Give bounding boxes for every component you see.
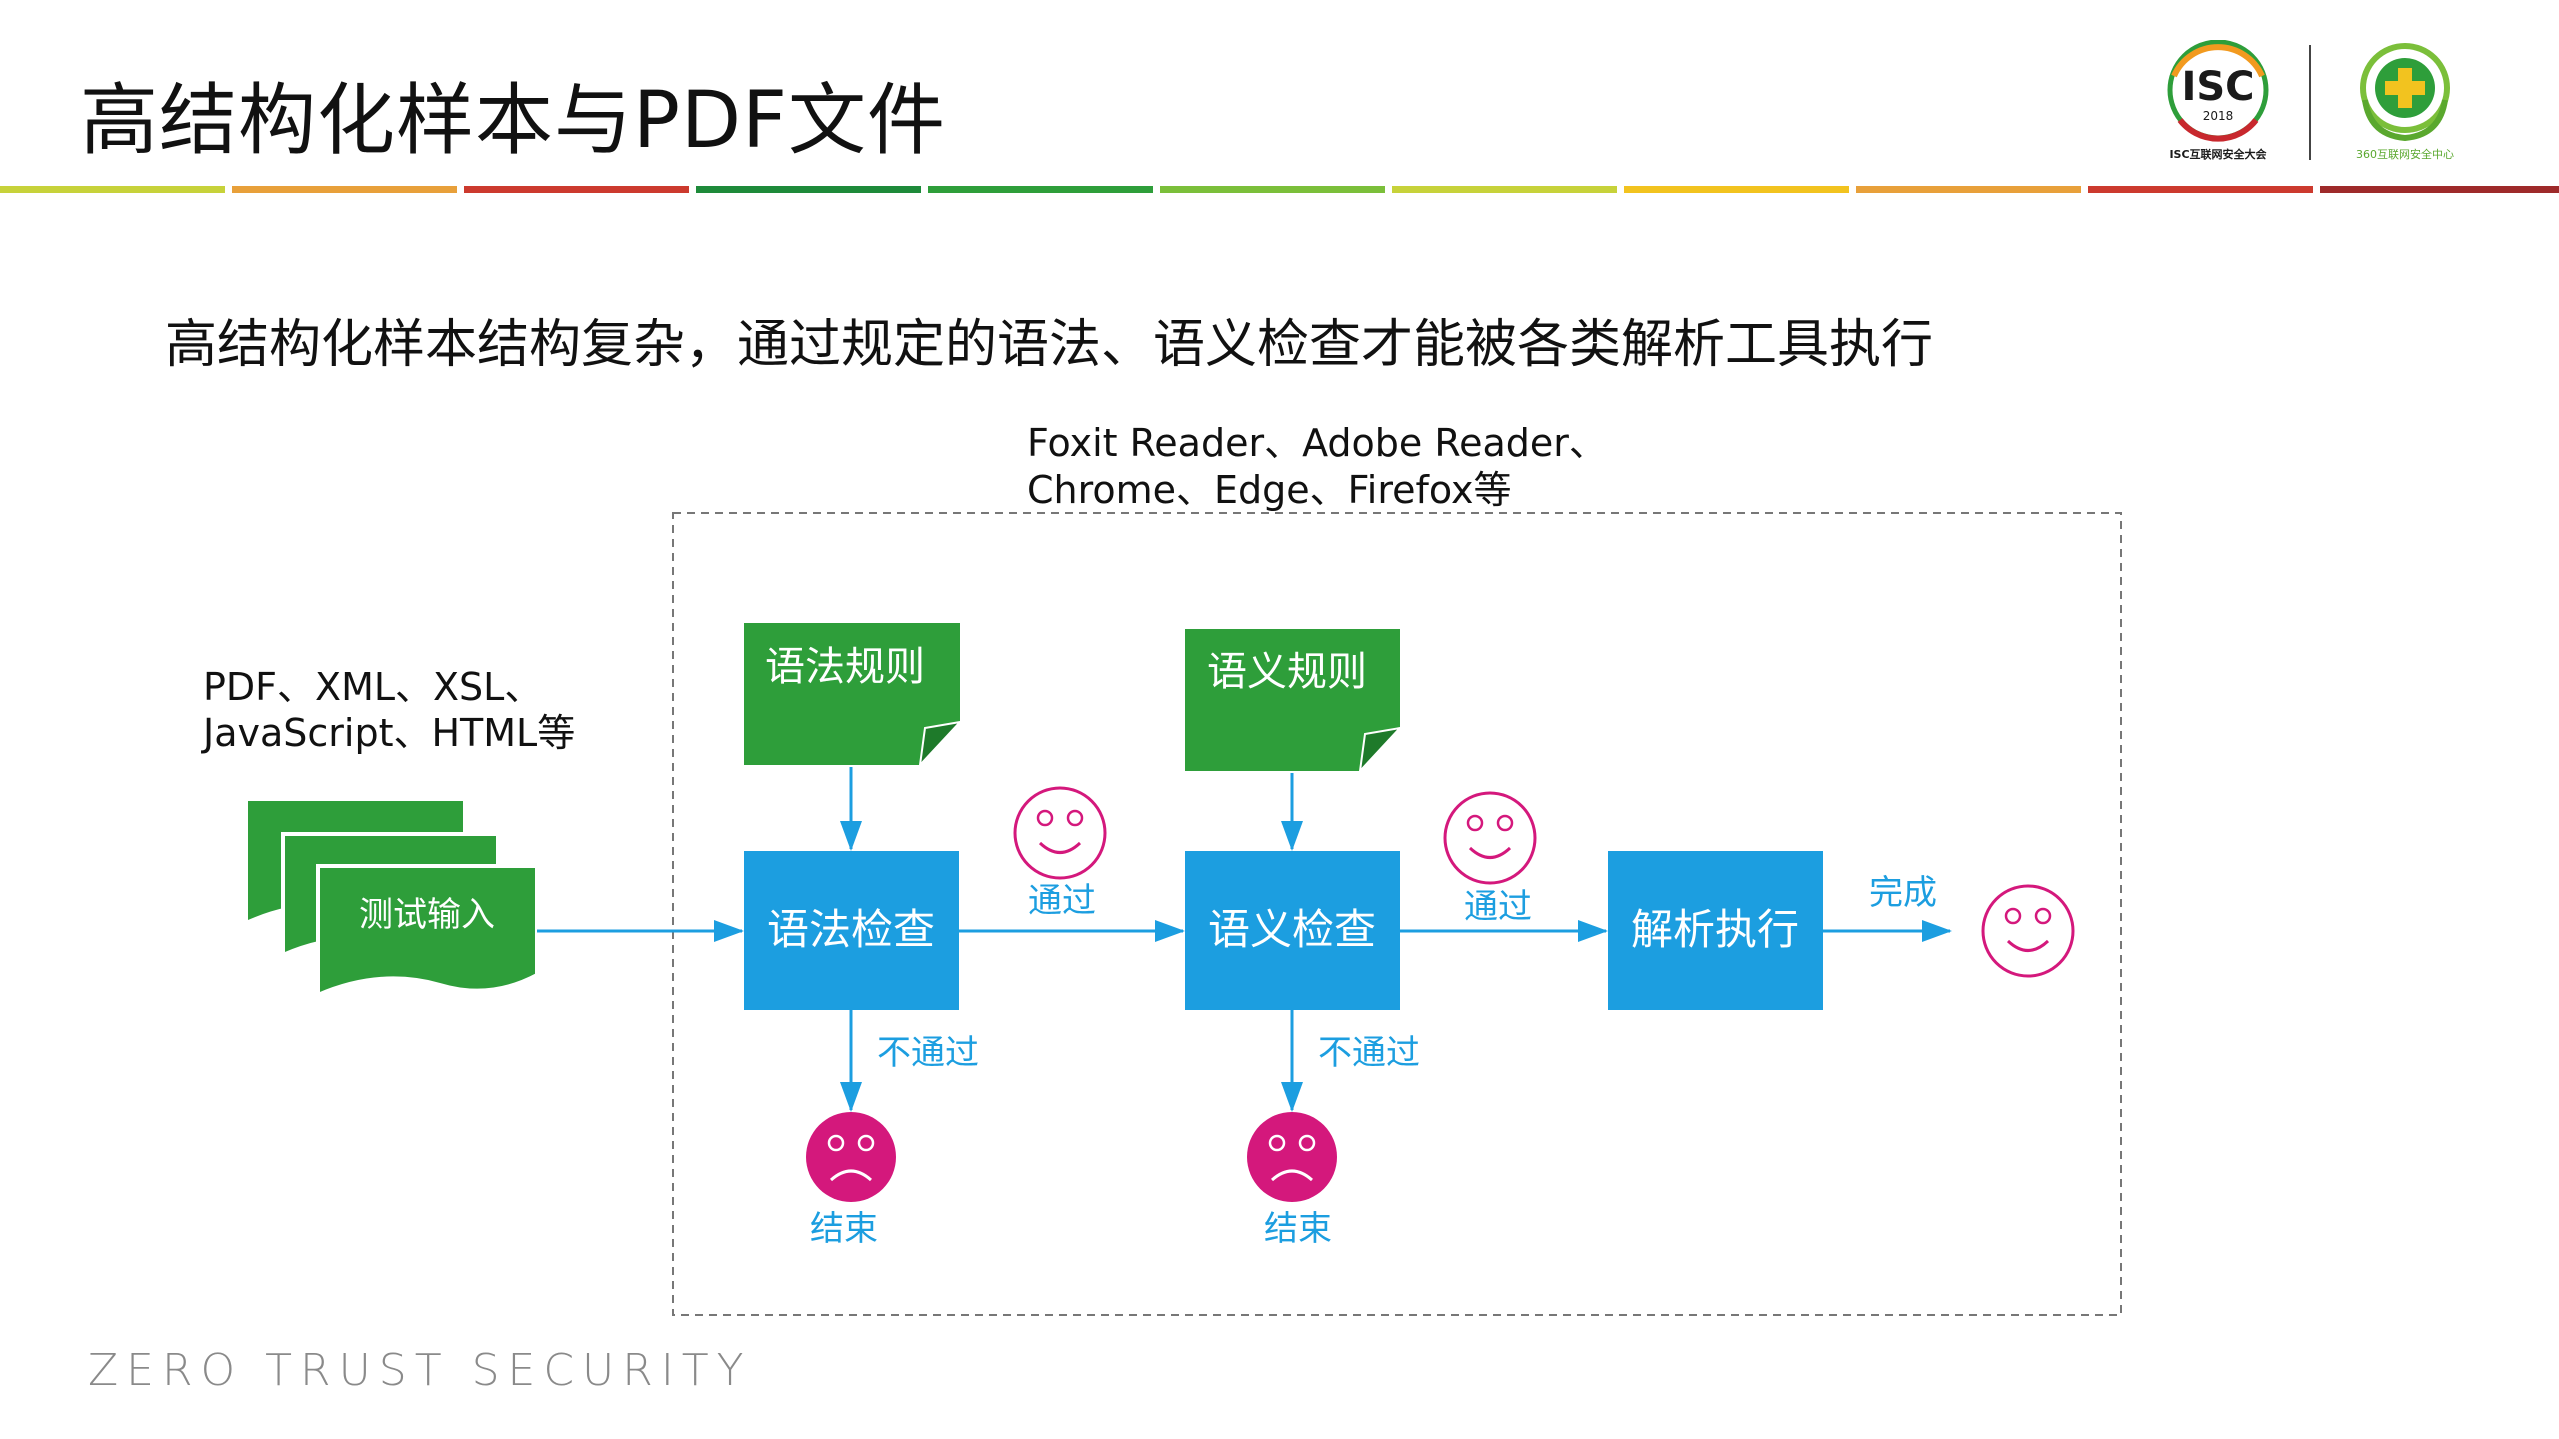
svg-text:ISC: ISC — [2181, 64, 2254, 110]
parse-execute-label: 解析执行 — [1631, 905, 1799, 954]
readers-label-line2: Chrome、Edge、Firefox等 — [1027, 468, 1511, 512]
semantic-rule-label: 语义规则 — [1207, 649, 1367, 695]
test-input-label: 测试输入 — [359, 895, 495, 935]
end-label-2: 结束 — [1264, 1209, 1332, 1249]
readers-label-line1: Foxit Reader、Adobe Reader、 — [1027, 421, 1607, 465]
happy-face-icon — [1981, 884, 2075, 978]
complete-label: 完成 — [1869, 873, 1937, 913]
input-formats-line1: PDF、XML、XSL、 — [203, 665, 542, 709]
semantic-rule-note: 语义规则 — [1185, 629, 1403, 774]
header-divider — [0, 186, 2559, 193]
pass-label-2: 通过 — [1464, 887, 1532, 927]
happy-face-icon — [1013, 786, 1107, 880]
parser-boundary — [672, 512, 2122, 1316]
svg-text:360互联网安全中心: 360互联网安全中心 — [2356, 147, 2454, 161]
syntax-rule-note: 语法规则 — [744, 623, 963, 768]
isc-logo: ISC 2018 ISC互联网安全大会 — [2167, 39, 2269, 161]
header-logos: ISC 2018 ISC互联网安全大会 360互联网安全中心 — [2140, 39, 2480, 170]
happy-face-icon — [1443, 791, 1537, 885]
test-input-documents: 测试输入 — [248, 801, 539, 999]
syntax-check-label: 语法检查 — [767, 905, 935, 954]
syntax-check-box — [744, 851, 959, 1010]
syntax-rule-label: 语法规则 — [765, 644, 925, 690]
fail-label-2: 不通过 — [1318, 1033, 1420, 1073]
page-title: 高结构化样本与PDF文件 — [80, 76, 946, 166]
svg-text:ISC互联网安全大会: ISC互联网安全大会 — [2169, 147, 2267, 161]
subtitle: 高结构化样本结构复杂，通过规定的语法、语义检查才能被各类解析工具执行 — [165, 315, 1934, 375]
parse-execute-box — [1608, 851, 1823, 1010]
end-label-1: 结束 — [810, 1209, 878, 1249]
sad-face-icon — [1247, 1112, 1337, 1202]
360-logo: 360互联网安全中心 — [2356, 43, 2454, 161]
semantic-check-label: 语义检查 — [1208, 905, 1376, 954]
pass-label-1: 通过 — [1028, 881, 1096, 921]
svg-text:2018: 2018 — [2203, 109, 2234, 123]
input-formats-line2: JavaScript、HTML等 — [201, 711, 575, 755]
fail-label-1: 不通过 — [877, 1033, 979, 1073]
semantic-check-box — [1185, 851, 1400, 1010]
footer-slogan: ZERO TRUST SECURITY — [88, 1345, 752, 1396]
sad-face-icon — [806, 1112, 896, 1202]
